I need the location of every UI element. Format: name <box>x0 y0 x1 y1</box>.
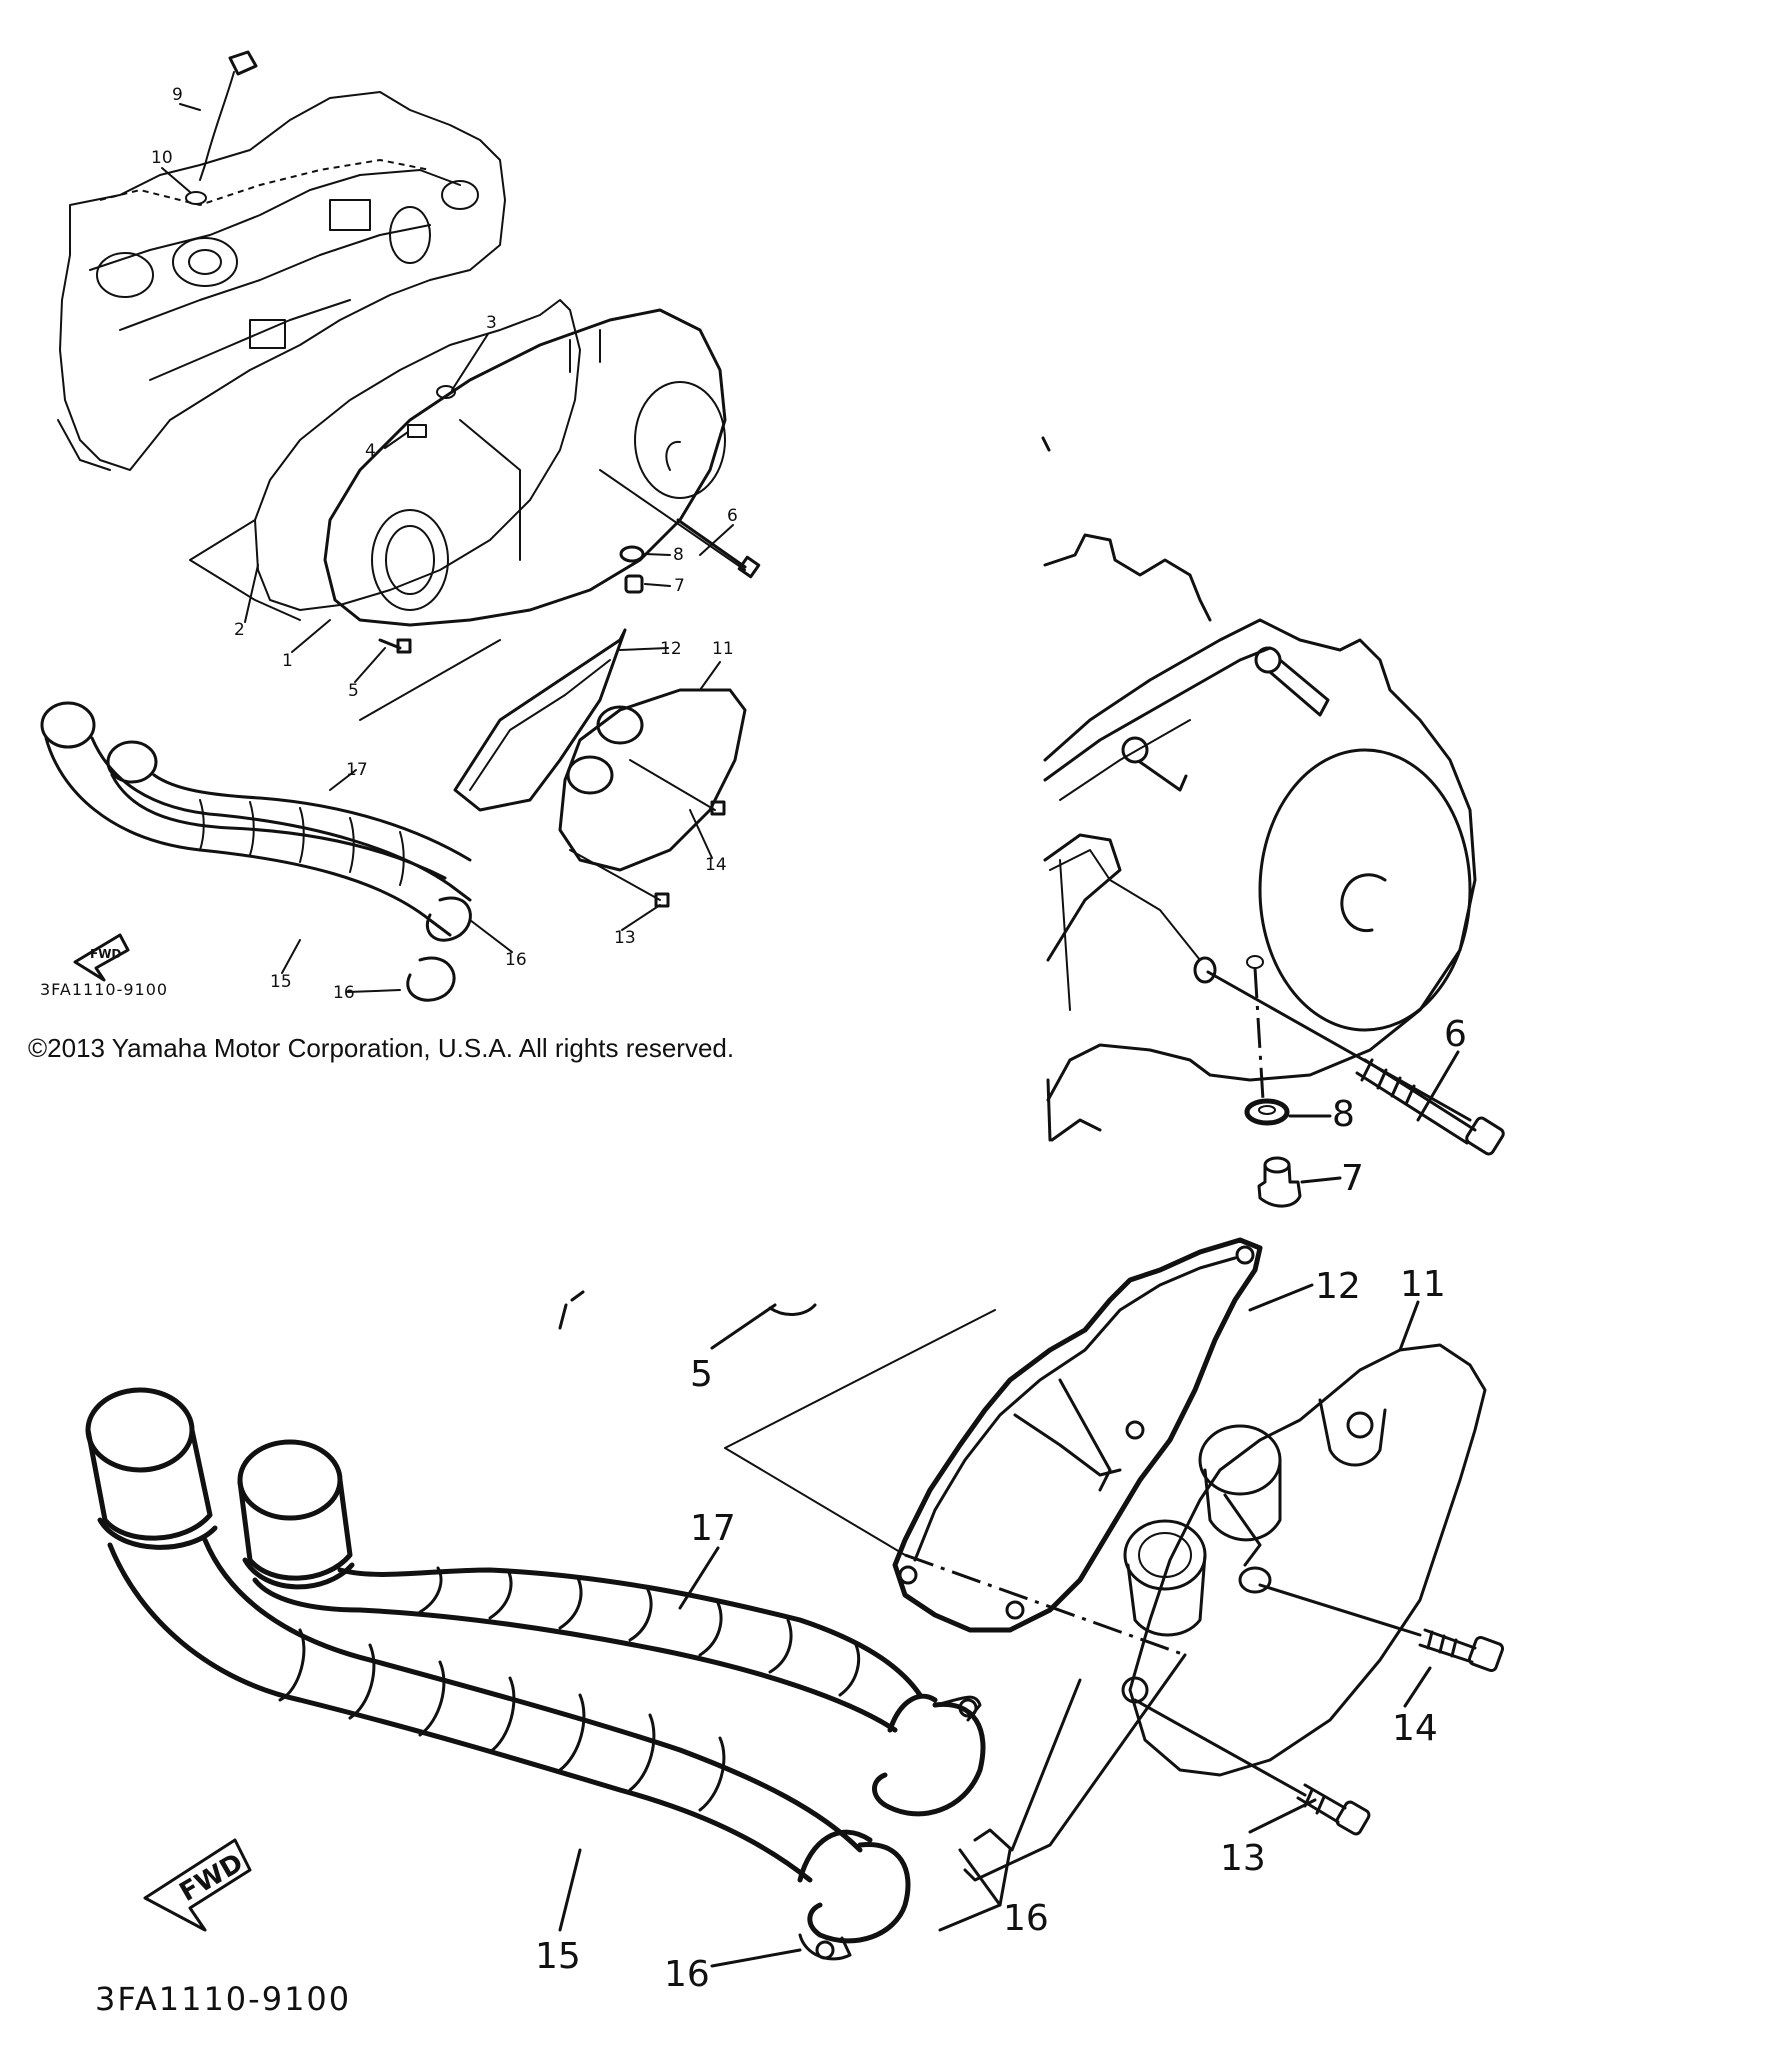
intake-hoses-large <box>85 1387 938 1883</box>
dipstick-part <box>185 50 258 205</box>
leader-bracket-small <box>189 519 301 621</box>
callout-3-small: 3 <box>486 313 497 333</box>
callout-14-large: 14 <box>1392 1708 1438 1749</box>
diagram-code-small: 3FA1110-9100 <box>40 980 168 999</box>
callout-7-small: 7 <box>674 576 685 596</box>
callout-14-small: 14 <box>705 855 727 875</box>
callout-5-small: 5 <box>348 681 359 701</box>
detail-right-diagram: 6 8 7 <box>1041 436 1505 1208</box>
callout-1-small: 1 <box>282 651 293 671</box>
bolt-axis-line <box>1206 970 1472 1122</box>
cover-11-small <box>558 688 747 872</box>
intake-hoses-small <box>40 701 472 1002</box>
callout-6-large: 6 <box>1444 1014 1467 1055</box>
fwd-arrow-small: FWD <box>73 933 130 982</box>
diagram-code-large: 3FA1110-9100 <box>95 1980 351 2018</box>
callout-4-small: 4 <box>365 441 376 461</box>
clamp-brackets <box>963 1653 1187 1882</box>
leader-lines-right <box>1288 1050 1460 1184</box>
callout-9-small: 9 <box>172 85 183 105</box>
bolt-6-large <box>1355 1058 1505 1156</box>
callout-16a-large: 16 <box>1003 1898 1049 1939</box>
overview-diagram: FWD 9 10 3 4 6 8 7 2 1 5 12 11 17 14 13 … <box>40 50 761 1003</box>
crankcase-cover-small <box>323 308 727 627</box>
clamp-16-lower-large <box>798 1841 911 1961</box>
bolt-14-large <box>1258 1583 1505 1673</box>
callout-16b-small: 16 <box>333 983 355 1003</box>
callout-2-small: 2 <box>234 620 245 640</box>
clamp-16-upper-large <box>872 1695 986 1817</box>
callout-15-large: 15 <box>535 1936 581 1977</box>
detail-bottom-diagram: 5 <box>85 1237 1505 2018</box>
hole-right <box>1246 955 1264 969</box>
callout-12-large: 12 <box>1315 1266 1361 1307</box>
callout-8-small: 8 <box>673 545 684 565</box>
gasket-outline <box>254 299 581 611</box>
gasket-fragment <box>1043 533 1212 622</box>
callout-11-large: 11 <box>1400 1264 1446 1305</box>
callout-10-small: 10 <box>151 148 173 168</box>
callout-15-small: 15 <box>270 972 292 992</box>
washer-8-large <box>1244 1098 1290 1126</box>
callout-6-small: 6 <box>727 506 738 526</box>
fwd-label-large: FWD <box>175 1848 249 1908</box>
callout-16b-large: 16 <box>664 1954 710 1995</box>
bracket-lines-large <box>724 1309 996 1556</box>
callout-16a-small: 16 <box>505 950 527 970</box>
fwd-label-small: FWD <box>90 947 121 961</box>
washer-small <box>436 385 456 399</box>
callout-13-large: 13 <box>1220 1838 1266 1879</box>
copyright-notice: ©2013 Yamaha Motor Corporation, U.S.A. A… <box>28 1033 735 1063</box>
callout-13-small: 13 <box>614 928 636 948</box>
dowel-pin-small <box>407 424 427 438</box>
clamp-bracket-lower <box>938 1848 1012 1932</box>
fwd-arrow-large: FWD <box>143 1838 252 1932</box>
hole-left <box>1193 956 1217 984</box>
fragment-1 <box>558 1290 585 1330</box>
washer-8-small <box>619 545 645 563</box>
cover-11-large <box>1121 1343 1487 1777</box>
bolt-13-large <box>1133 1698 1371 1836</box>
callout-11-small: 11 <box>712 639 734 659</box>
bolt-5-small <box>378 638 412 654</box>
dash-axis-line <box>1253 967 1265 1101</box>
leader-line-small <box>359 639 501 721</box>
gasket-12-small <box>453 628 627 812</box>
leader-5-large <box>710 1303 777 1350</box>
fragment-mark <box>1041 436 1051 452</box>
plug-7-large <box>1257 1156 1302 1208</box>
callout-7-large: 7 <box>1341 1158 1364 1199</box>
bolt-14-small <box>629 759 726 816</box>
callout-8-large: 8 <box>1332 1094 1355 1135</box>
crankcase-block <box>57 91 506 471</box>
gasket-12-inner <box>469 659 611 791</box>
leader-lines-bottom <box>558 1283 1432 1968</box>
callout-17-large: 17 <box>690 1508 736 1549</box>
gasket-12-large <box>892 1237 1263 1633</box>
callout-12-small: 12 <box>660 639 682 659</box>
crankcase-cover-large <box>1043 618 1477 1142</box>
fragment-2 <box>768 1303 817 1316</box>
bolt-13-small <box>569 849 670 908</box>
callout-5-large: 5 <box>690 1354 713 1395</box>
plug-7-small <box>624 574 644 594</box>
